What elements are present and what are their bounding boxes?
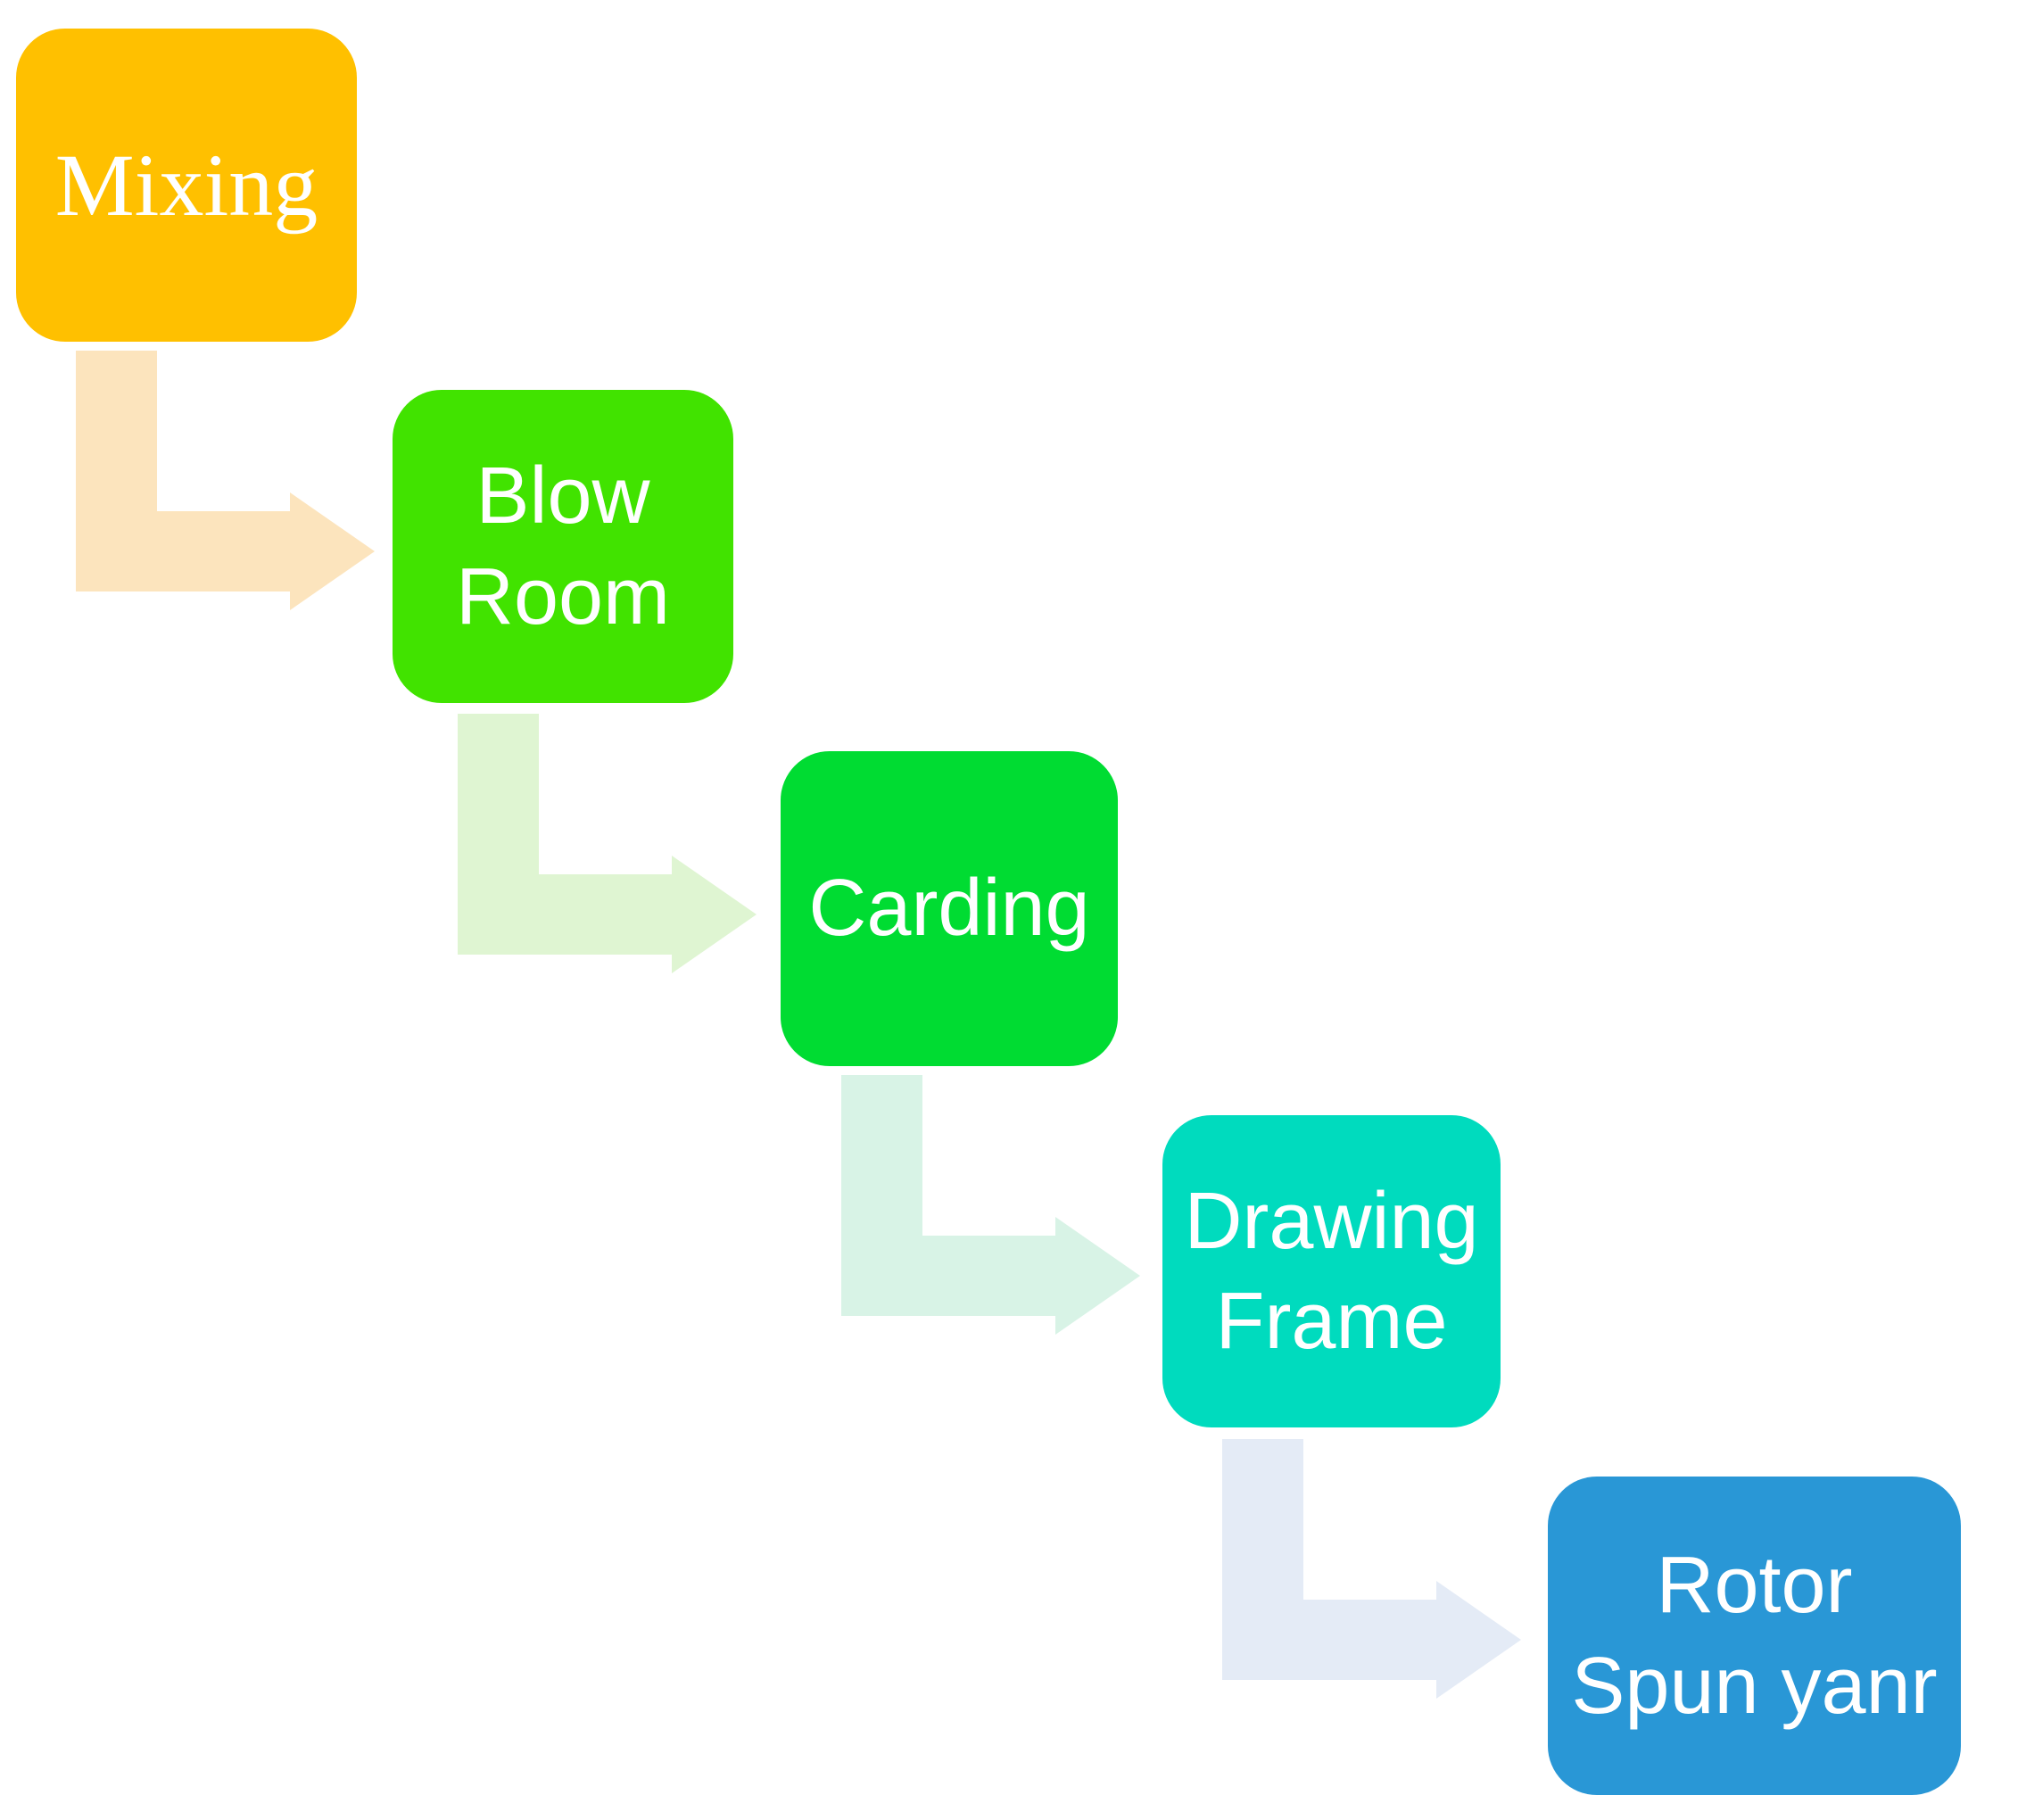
elbow-arrow-mixing-to-blow-room [76,351,375,610]
elbow-arrow-carding-to-drawing-frame [841,1075,1140,1335]
step-label-line: Frame [1215,1277,1448,1366]
elbow-arrow-shape [458,714,757,973]
step-label-line: Blow [475,451,650,541]
elbow-arrow-shape [841,1075,1140,1335]
step-box-carding: Carding [781,751,1118,1066]
step-label-blow-room: Blow Room [456,446,670,647]
step-box-drawing-frame: Drawing Frame [1162,1115,1501,1427]
step-label-line: Spun yanr [1571,1641,1938,1731]
elbow-arrow-drawing-frame-to-rotor-spun [1222,1439,1521,1699]
step-box-rotor-spun-yarn: Rotor Spun yanr [1548,1477,1961,1795]
step-label-drawing-frame: Drawing Frame [1184,1171,1478,1372]
step-label-line: Drawing [1184,1176,1479,1266]
step-box-blow-room: Blow Room [393,390,733,703]
step-label-mixing: Mixing [55,134,318,236]
step-box-mixing: Mixing [16,29,357,342]
elbow-arrow-blow-room-to-carding [458,714,757,973]
elbow-arrow-shape [76,351,375,610]
step-label-rotor-spun-yarn: Rotor Spun yanr [1571,1535,1937,1736]
step-label-carding: Carding [808,858,1089,959]
step-label-line: Rotor [1656,1541,1853,1630]
step-label-line: Room [455,551,671,641]
step-label-line: Mixing [54,136,318,235]
step-label-line: Carding [808,864,1090,954]
elbow-arrow-shape [1222,1439,1521,1699]
